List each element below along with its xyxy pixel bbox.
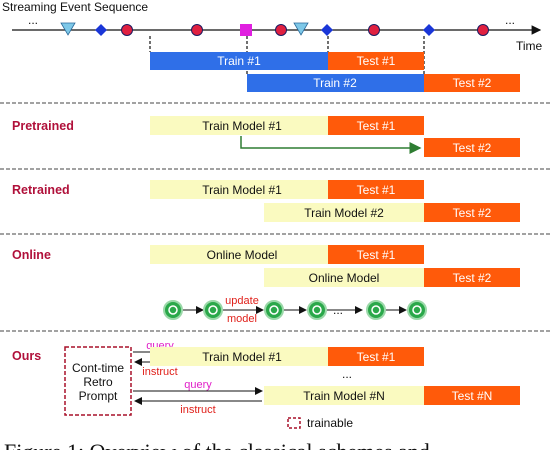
event-diamond-icon [423,24,435,36]
test-1-bar [328,52,424,70]
event-square-icon [240,24,252,36]
event-circle-icon [191,24,203,36]
timeline-title: Streaming Event Sequence [2,0,148,14]
online-test-2-bar [424,268,520,287]
refresh-icon [264,300,284,320]
reuse-arrow [240,136,422,154]
test-1-label: Test #1 [357,54,396,68]
refresh-icon [366,300,386,320]
online-test-1-label: Test #1 [357,248,396,262]
event-circle-icon [121,24,133,36]
event-diamond-icon [321,24,333,36]
event-circle-icon [368,24,380,36]
trainable-legend-icon [287,417,301,429]
event-triangle-icon [293,22,309,36]
update-model-label-1: update [225,295,259,307]
event-markers [60,22,489,36]
online-model-2-bar [264,268,424,287]
retrained-test-2-label: Test #2 [453,206,492,220]
train-1-bar [150,52,328,70]
refresh-icon [407,300,427,320]
retrained-title: Retrained [12,183,70,197]
ours-ellipsis: ... [342,367,352,381]
retrained-test-2-bar [424,203,520,222]
retrained-model-1-bar [150,180,328,199]
ours-title: Ours [12,349,41,363]
online-test-1-bar [328,245,424,264]
retro-prompt-line-3: Prompt [79,389,118,403]
retrained-model-1-label: Train Model #1 [202,183,282,197]
update-chain-ellipsis: ... [333,303,343,317]
pretrained-model-label: Train Model #1 [202,119,282,133]
event-circle-icon [275,24,287,36]
figure-caption: Figure 1: Overview of the classical sche… [4,439,430,450]
ours-model-1-label: Train Model #1 [202,350,282,364]
instruct-label-1: instruct [142,366,177,378]
test-2-label: Test #2 [453,76,492,90]
update-model-label-2: model [227,313,257,325]
ours-test-n-label: Test #N [452,389,493,403]
query-label-2: query [184,379,212,391]
ours-test-1-bar [328,347,424,366]
update-chain [163,300,427,320]
ours-model-n-bar [264,386,424,405]
retrained-test-1-label: Test #1 [357,183,396,197]
online-model-1-bar [150,245,328,264]
pretrained-title: Pretrained [12,119,74,133]
timeline-end-ellipsis: ... [505,13,515,27]
refresh-icon [163,300,183,320]
refresh-icon [307,300,327,320]
online-model-1-label: Online Model [207,248,278,262]
refresh-icon [203,300,223,320]
test-2-bar [424,74,520,92]
retro-prompt-box [64,346,132,416]
train-1-label: Train #1 [217,54,261,68]
retrained-model-2-bar [264,203,424,222]
ours-test-1-label: Test #1 [357,350,396,364]
train-2-label: Train #2 [313,76,357,90]
trainable-legend-label: trainable [307,416,353,430]
timeline-start-ellipsis: ... [28,13,38,27]
time-label: Time [516,39,543,53]
ours-model-1-bar [150,347,328,366]
online-model-2-label: Online Model [309,271,380,285]
pretrained-model-bar [150,116,328,135]
instruct-label-2: instruct [180,404,215,416]
retro-prompt-line-1: Cont-time [72,361,124,375]
retrained-test-1-bar [328,180,424,199]
pretrained-test-1-label: Test #1 [357,119,396,133]
event-circle-icon [477,24,489,36]
event-triangle-icon [60,22,76,36]
pretrained-test-2-bar [424,138,520,157]
event-diamond-icon [95,24,107,36]
online-test-2-label: Test #2 [453,271,492,285]
ours-model-n-label: Train Model #N [303,389,385,403]
ours-test-n-bar [424,386,520,405]
pretrained-test-2-label: Test #2 [453,141,492,155]
pretrained-test-1-bar [328,116,424,135]
retrained-model-2-label: Train Model #2 [304,206,384,220]
train-2-bar [247,74,424,92]
online-title: Online [12,248,51,262]
retro-prompt-line-2: Retro [83,375,113,389]
